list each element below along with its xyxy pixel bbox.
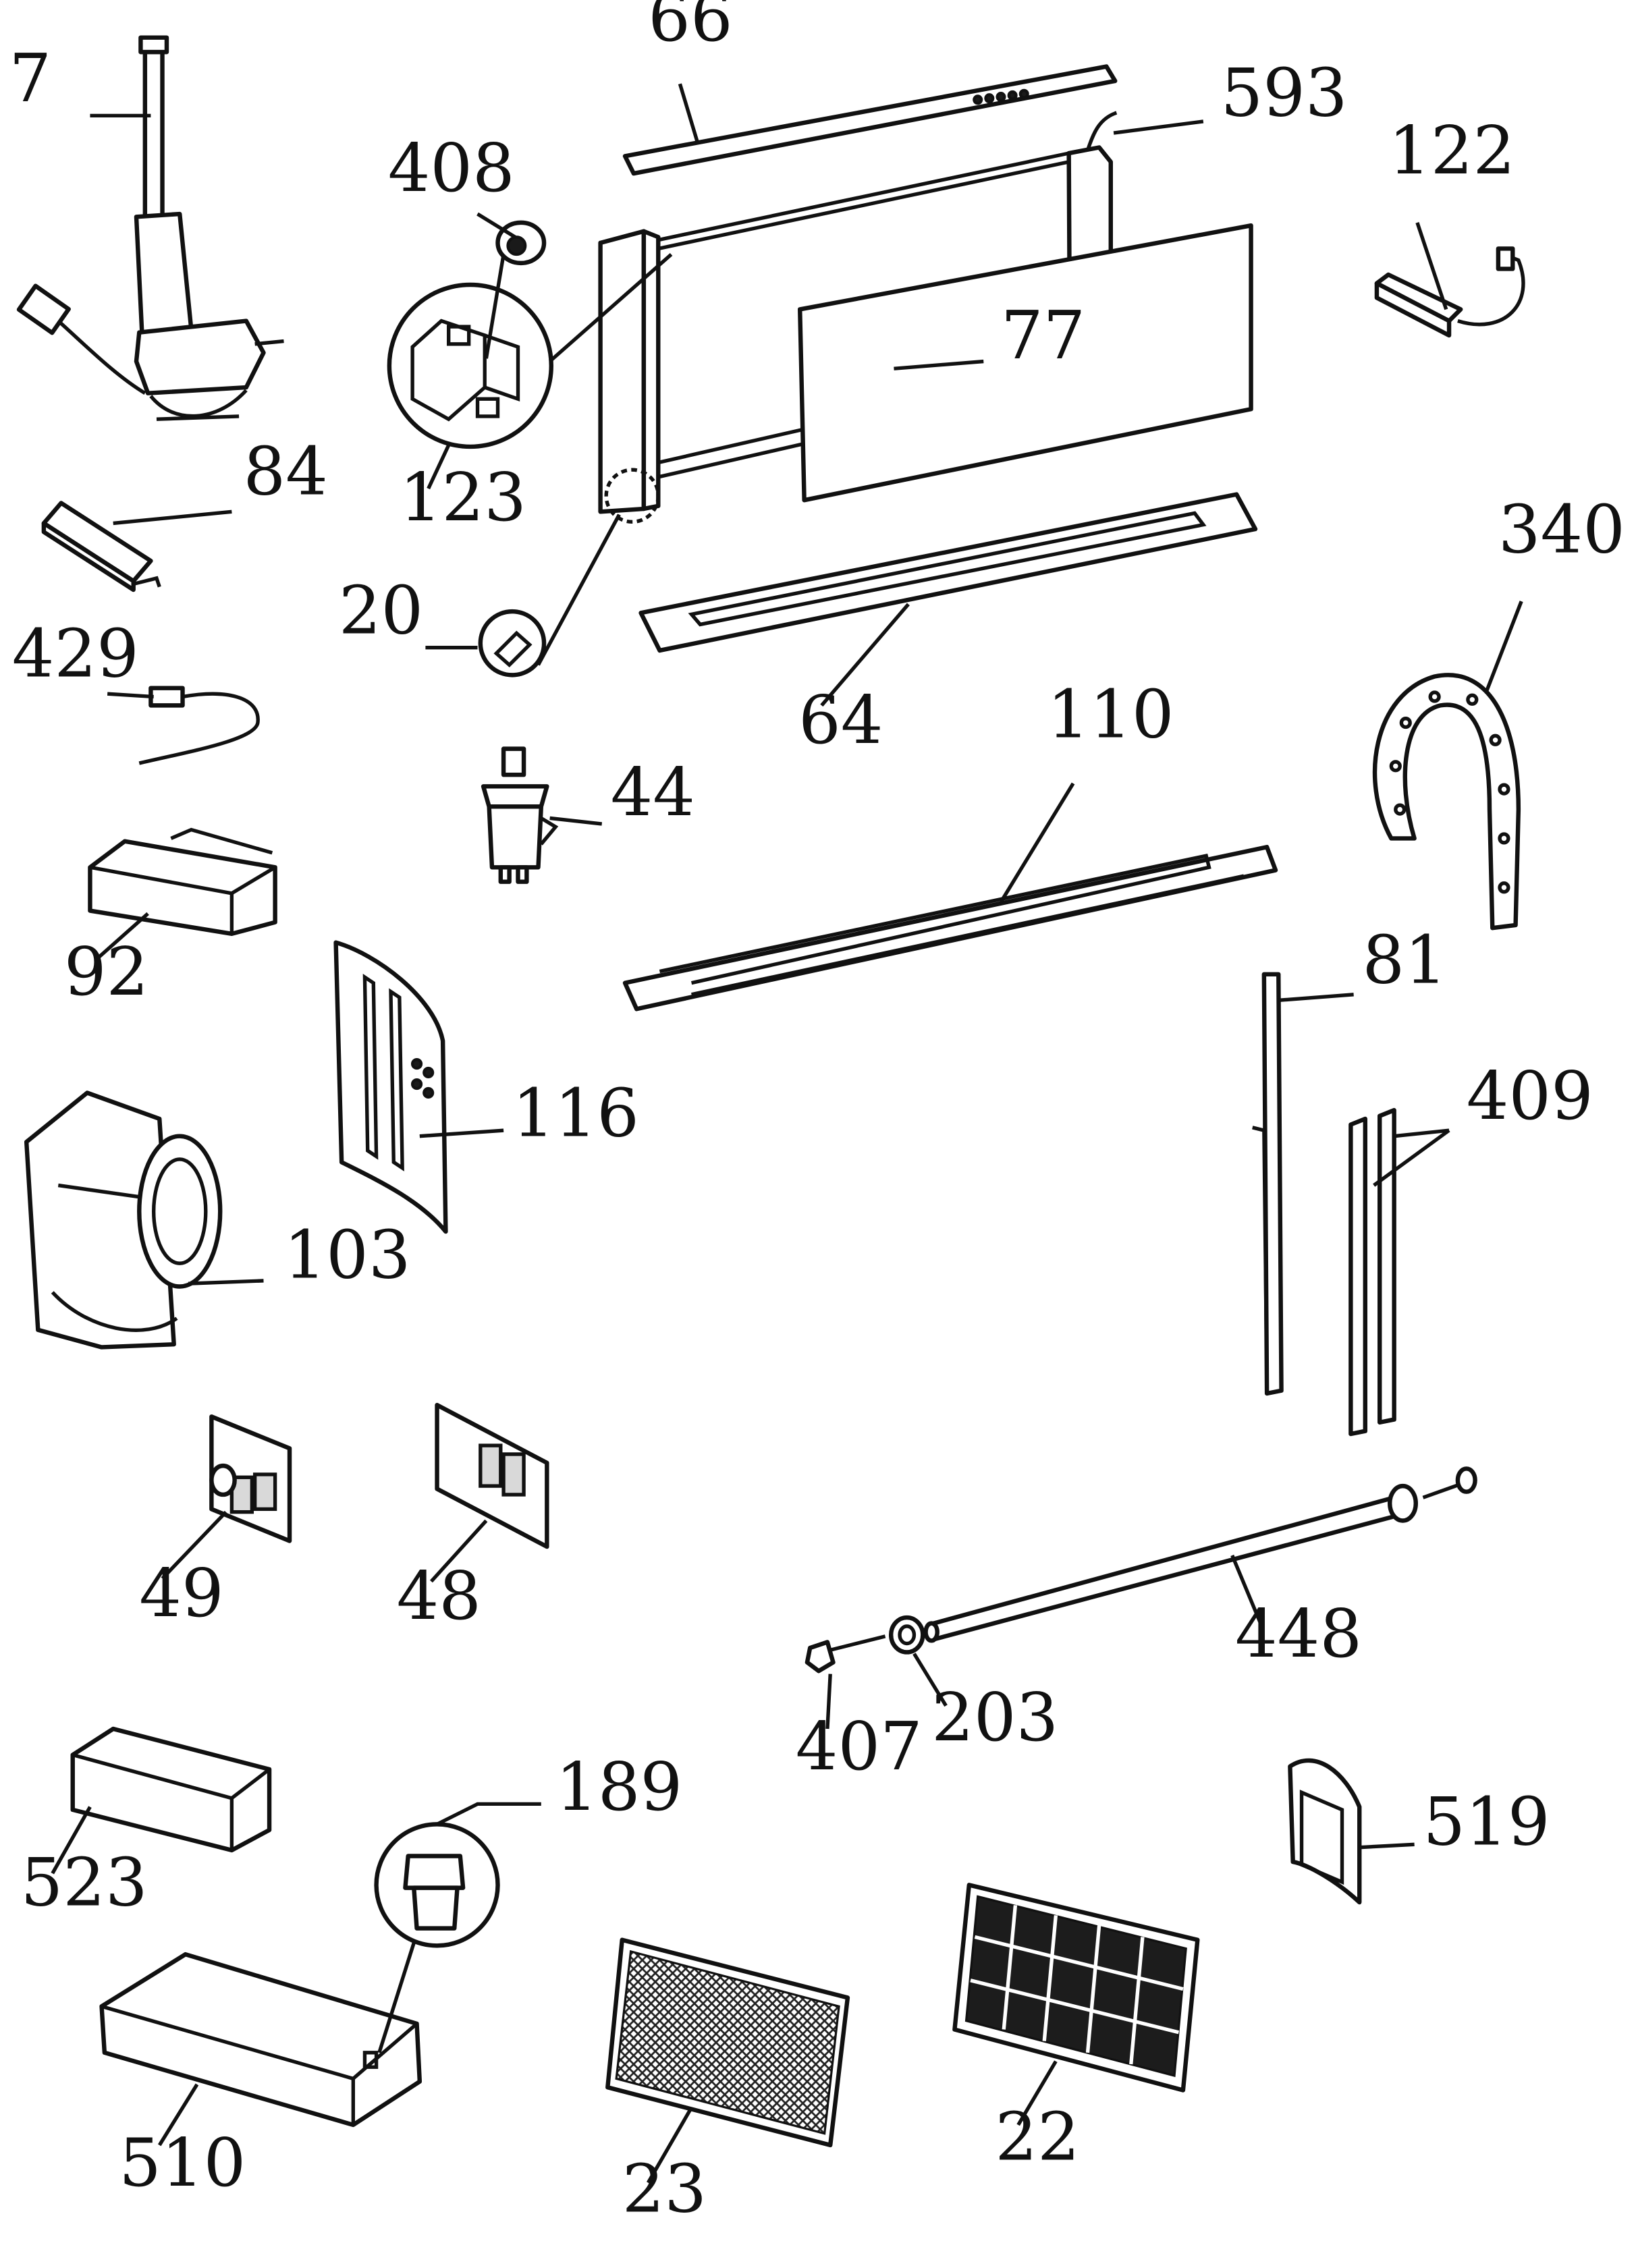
part-49-pcb [209, 1414, 292, 1543]
top-trim-bar [622, 64, 1118, 176]
part-77-glass-panel [798, 223, 1253, 503]
callout-110: 110 [1047, 676, 1174, 753]
actuator-wire-a [57, 319, 146, 395]
callout-23: 23 [622, 2151, 707, 2228]
part-510-long-box [99, 1952, 422, 2128]
actuator-wire-b [149, 389, 248, 418]
part-189-rocker-switch [374, 1822, 500, 1948]
part-20-cylinder [478, 609, 547, 677]
callout-510: 510 [119, 2125, 246, 2202]
callout-407: 407 [796, 1709, 923, 1786]
callout-103: 103 [283, 1217, 410, 1294]
callout-labels: 7 66 593 408 122 77 84 123 340 20 429 64… [9, 0, 1625, 2228]
shaft-end [923, 1621, 939, 1643]
frame-cable [1085, 111, 1118, 151]
actuator-motor [134, 319, 266, 395]
part-48-pcb [435, 1402, 549, 1549]
part-22-carbon-filter [952, 1883, 1200, 2093]
callout-203: 203 [931, 1680, 1058, 1757]
callout-429: 429 [12, 616, 139, 693]
callout-340: 340 [1498, 491, 1625, 568]
callout-448: 448 [1235, 1596, 1362, 1673]
actuator-rod-tip [138, 35, 169, 55]
actuator-stub [254, 339, 284, 346]
part-429-wire [138, 686, 260, 765]
part-523-box [70, 1726, 272, 1853]
frame-left-post-side [641, 229, 661, 511]
callout-77: 77 [1001, 298, 1085, 375]
callout-66: 66 [648, 0, 732, 57]
callout-81: 81 [1363, 922, 1447, 999]
actuator-body [134, 211, 194, 338]
shaft-left-screw [827, 1634, 886, 1653]
callout-123: 123 [400, 460, 526, 536]
shaft-right-bushing [1387, 1483, 1418, 1523]
part-122-connector [1374, 246, 1525, 338]
shaft-right-washer [1455, 1466, 1477, 1494]
bottom-tray-inner [688, 511, 1207, 627]
part-103-blower [24, 1090, 223, 1350]
callout-189: 189 [555, 1749, 682, 1826]
part-110-channel [622, 845, 1278, 1012]
part-66-top-trim [622, 64, 1118, 176]
part-123-bracket-detail [387, 282, 553, 449]
part-23-mesh-filter [605, 1937, 850, 2148]
callout-593: 593 [1221, 55, 1348, 132]
callout-523: 523 [21, 1844, 148, 1921]
part-7-linear-actuator [16, 35, 284, 421]
callout-408: 408 [388, 130, 515, 207]
frame-bottom-rail-inner [657, 440, 811, 479]
frame-top-rail-inner [657, 160, 1070, 251]
frame-left-post [598, 229, 647, 514]
part-519-manual [1288, 1758, 1362, 1905]
callout-116: 116 [512, 1076, 639, 1153]
callout-122: 122 [1388, 113, 1515, 190]
part-203-bushing [888, 1615, 925, 1655]
callout-48: 48 [397, 1558, 481, 1635]
callout-44: 44 [611, 754, 695, 831]
frame-top-rail [657, 151, 1070, 242]
part-407-knob [805, 1640, 836, 1674]
part-81-slide-rail [1252, 972, 1284, 1396]
carbon-filter-grid [970, 1905, 1184, 2065]
callout-22: 22 [995, 2099, 1079, 2176]
shaft-assembly [805, 1466, 1477, 1674]
callout-64: 64 [798, 682, 883, 759]
callout-49: 49 [139, 1555, 223, 1632]
frame-detail-circle [604, 468, 660, 524]
part-64-bottom-tray [638, 492, 1258, 653]
callout-409: 409 [1467, 1058, 1593, 1135]
callout-519: 519 [1423, 1783, 1550, 1860]
actuator-rod [142, 41, 165, 219]
cable-chain-links [1389, 690, 1510, 894]
top-trim-buttons [973, 88, 1029, 105]
part-340-cable-chain [1372, 673, 1521, 931]
callout-7: 7 [9, 40, 51, 117]
leader-lines [51, 83, 1523, 2184]
part-409-rack-strips [1348, 1107, 1396, 1437]
callout-20: 20 [339, 572, 423, 649]
callout-92: 92 [64, 934, 148, 1011]
part-116-mounting-bracket [333, 940, 448, 1234]
callout-84: 84 [244, 434, 328, 511]
actuator-connector [16, 283, 71, 335]
part-44-push-switch [481, 746, 559, 884]
part-84-small-box [41, 501, 161, 592]
frame-bottom-rail [657, 426, 811, 465]
part-92-control-box [88, 827, 277, 937]
actuator-wire-c [156, 414, 240, 421]
